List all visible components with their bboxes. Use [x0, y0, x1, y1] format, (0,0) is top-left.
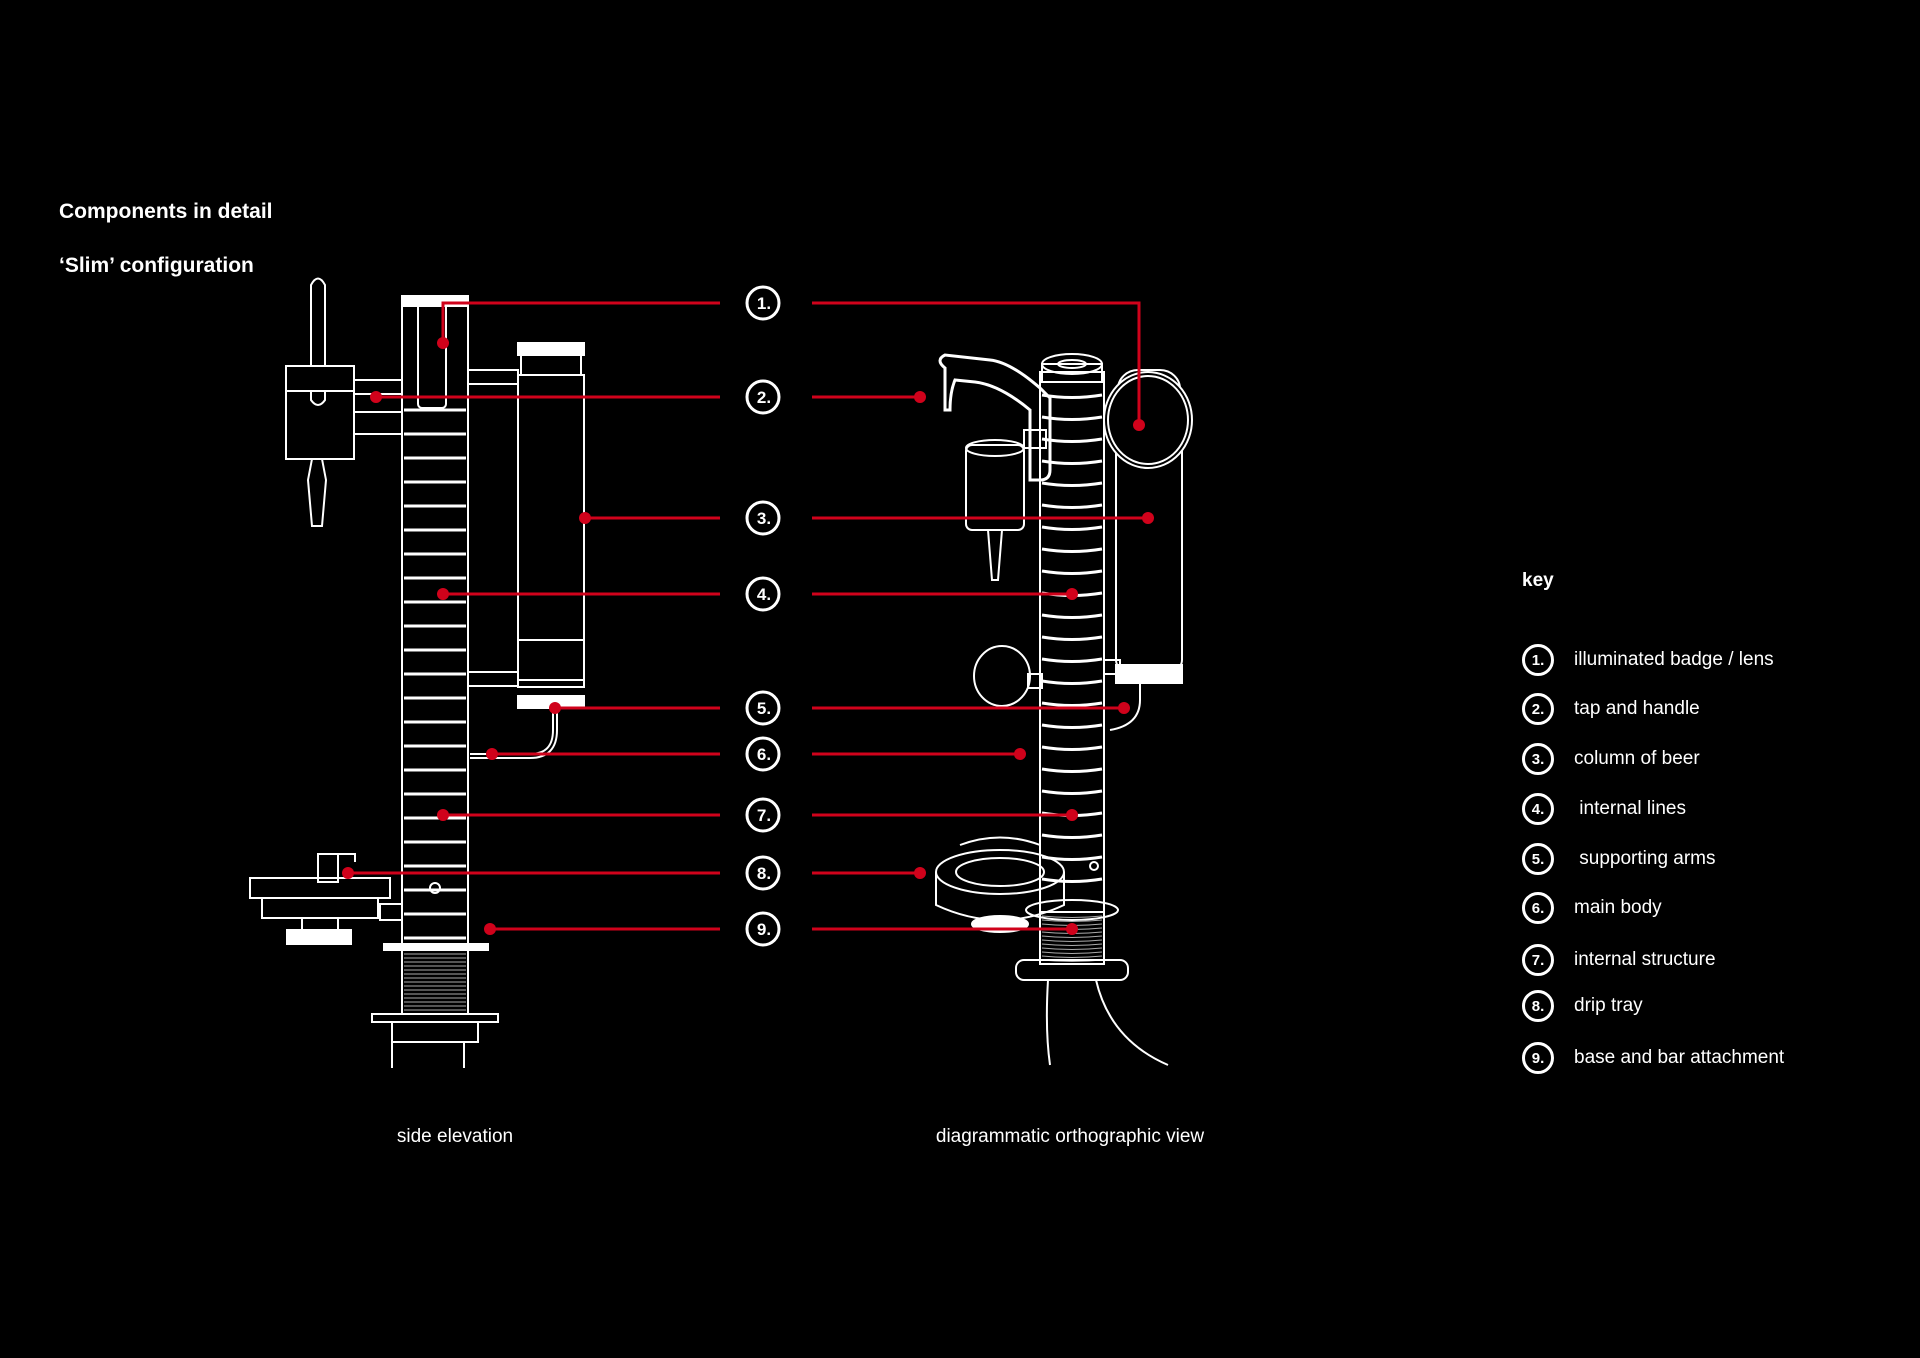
callout-2: 2. [745, 379, 781, 415]
key-item-number: 5. [1522, 843, 1554, 875]
leader-dot-left [342, 867, 354, 879]
key-item-number: 8. [1522, 990, 1554, 1022]
leader-line-right [812, 301, 1141, 425]
key-item: 3. column of beer [1522, 741, 1700, 777]
key-item-label: main body [1574, 897, 1662, 918]
key-item-label: supporting arms [1574, 848, 1716, 869]
caption-side-elevation: side elevation [396, 1126, 514, 1147]
key-item-label: column of beer [1574, 748, 1700, 769]
leader-dot-right [914, 391, 926, 403]
callout-5: 5. [745, 690, 781, 726]
key-item: 9. base and bar attachment [1522, 1040, 1784, 1076]
key-item-label: drip tray [1574, 995, 1643, 1016]
callout-circle [745, 911, 781, 947]
key-item: 1. illuminated badge / lens [1522, 642, 1774, 678]
leader-dot-right [1118, 702, 1130, 714]
key-item-number: 6. [1522, 892, 1554, 924]
key-item: 4. internal lines [1522, 791, 1686, 827]
leader-dot-right [1014, 748, 1026, 760]
key-item-label: base and bar attachment [1574, 1047, 1785, 1068]
callout-circle [745, 285, 781, 321]
callout-9: 9. [745, 911, 781, 947]
callout-number: 1. [757, 294, 771, 313]
callout-7: 7. [745, 797, 781, 833]
side-elevation-drawing [249, 277, 585, 1068]
callout-number: 3. [757, 509, 771, 528]
key-item-number: 1. [1522, 644, 1554, 676]
callout-1: 1. [745, 285, 781, 321]
leader-dot-left [437, 588, 449, 600]
leader-dot-left [370, 391, 382, 403]
leader-lines [348, 301, 1148, 931]
callout-circle [745, 690, 781, 726]
key-legend: key 1. illuminated badge / lens 2. tap and … [1522, 570, 1902, 1074]
leader-dot-left [486, 748, 498, 760]
callout-number: 8. [757, 864, 771, 883]
page-title: Components in detail [59, 200, 273, 223]
leader-dot-left [579, 512, 591, 524]
callout-number: 9. [757, 920, 771, 939]
leader-dot-right [1066, 588, 1078, 600]
key-item: 5. supporting arms [1522, 841, 1716, 877]
key-item-number: 9. [1522, 1042, 1554, 1074]
callout-circle [745, 576, 781, 612]
callout-circle [745, 500, 781, 536]
callout-number: 5. [757, 699, 771, 718]
leader-dot-right [1142, 512, 1154, 524]
key-item-label: internal structure [1574, 949, 1716, 970]
key-item-number: 7. [1522, 944, 1554, 976]
leader-dot-right [914, 867, 926, 879]
callout-number: 7. [757, 806, 771, 825]
key-item: 6. main body [1522, 890, 1662, 926]
leader-dot-left [484, 923, 496, 935]
key-item-label: illuminated badge / lens [1574, 649, 1774, 670]
callout-number: 2. [757, 388, 771, 407]
key-item-number: 2. [1522, 693, 1554, 725]
leader-dot-left [549, 702, 561, 714]
callout-8: 8. [745, 855, 781, 891]
page-subtitle: ‘Slim’ configuration [59, 254, 254, 277]
callout-3: 3. [745, 500, 781, 536]
callout-circle [745, 736, 781, 772]
callout-circle [745, 379, 781, 415]
leader-dot-left [437, 337, 449, 349]
caption-orthographic-view: diagrammatic orthographic view [935, 1126, 1205, 1147]
callout-number: 6. [757, 745, 771, 764]
callout-4: 4. [745, 576, 781, 612]
callout-6: 6. [745, 736, 781, 772]
key-title: key [1522, 570, 1554, 591]
callout-number: 4. [757, 585, 771, 604]
callout-circle [745, 797, 781, 833]
leader-line-left [441, 301, 720, 343]
leader-dot-right [1066, 809, 1078, 821]
key-item: 2. tap and handle [1522, 691, 1700, 727]
key-item-number: 4. [1522, 793, 1554, 825]
leader-dot-right [1066, 923, 1078, 935]
leader-dots [342, 337, 1154, 935]
callout-circle [745, 855, 781, 891]
orthographic-drawing [935, 353, 1193, 1066]
key-item: 7. internal structure [1522, 942, 1716, 978]
key-item-label: internal lines [1574, 798, 1686, 819]
leader-dot-left [437, 809, 449, 821]
callout-markers: 1. 2. 3. 4. 5. 6. 7. 8. 9. [745, 285, 781, 947]
leader-dot-right [1133, 419, 1145, 431]
key-item: 8. drip tray [1522, 988, 1643, 1024]
key-item-number: 3. [1522, 743, 1554, 775]
key-item-label: tap and handle [1574, 698, 1700, 719]
